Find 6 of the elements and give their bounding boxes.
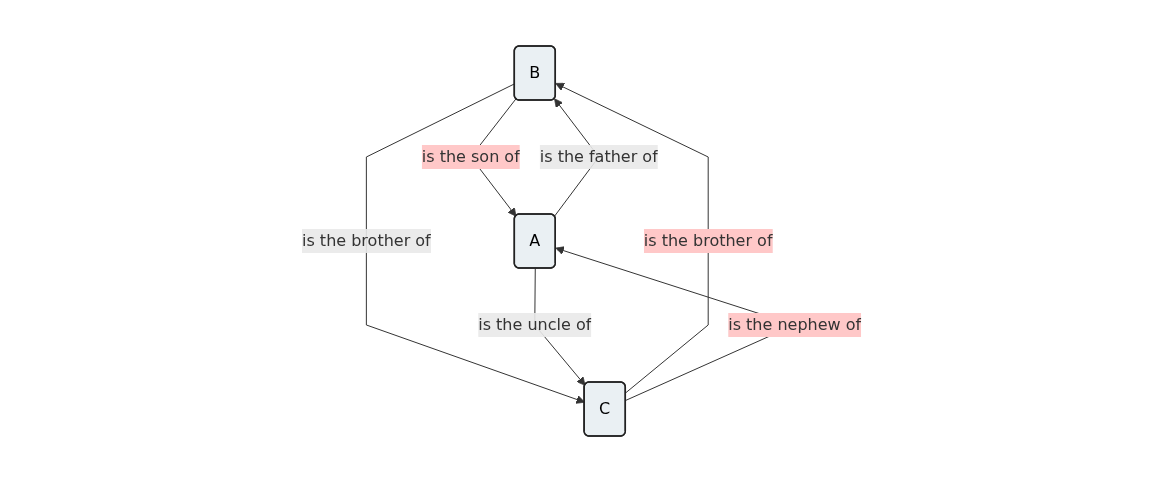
edge-label: is the son of	[422, 147, 521, 166]
edge-label: is the father of	[540, 147, 659, 166]
edge-label: is the brother of	[644, 230, 773, 250]
edge-label: is the uncle of	[478, 314, 592, 334]
edge-label: is the nephew of	[728, 314, 862, 334]
edge-label: is the brother of	[302, 230, 432, 250]
